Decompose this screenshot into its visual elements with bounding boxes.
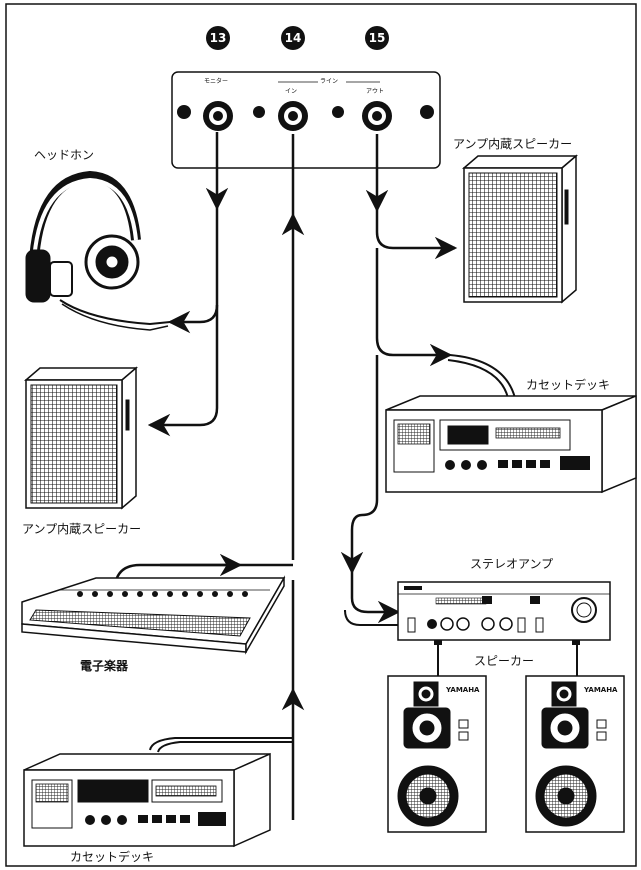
monitor-jack	[203, 101, 233, 131]
line-out-cable	[340, 134, 516, 626]
line-in-cable	[113, 134, 305, 820]
bottom-cassette-deck-illustration	[23, 752, 271, 848]
top-amp-speaker-illustration	[461, 154, 579, 304]
line-in-jack	[278, 101, 308, 131]
panel-label-monitor: モニター	[204, 78, 229, 85]
jack-number-13: 13	[206, 26, 230, 50]
panel-label-in: イン	[285, 88, 298, 95]
speaker-wires	[437, 645, 578, 676]
right-speaker-illustration	[525, 675, 625, 833]
right-speaker-brand: YAMAHA	[584, 686, 618, 694]
line-out-jack	[362, 101, 392, 131]
panel-label-out: アウト	[366, 88, 385, 95]
cassette-right-label: カセットデッキ	[526, 378, 611, 392]
panel-label-line: ライン	[320, 78, 339, 85]
keyboard-label: 電子楽器	[80, 659, 129, 673]
jack-number-15: 15	[365, 26, 389, 50]
monitor-cable	[147, 132, 229, 437]
jack-number-14: 14	[281, 26, 305, 50]
amp-speaker-top-label: アンプ内蔵スピーカー	[453, 137, 573, 151]
right-cassette-deck-illustration	[385, 394, 637, 494]
headphones-illustration	[25, 170, 171, 331]
stereo-amplifier-illustration	[397, 581, 611, 645]
cassette-bottom-label: カセットデッキ	[70, 850, 155, 864]
left-amp-speaker-illustration	[23, 366, 139, 510]
left-speaker-brand: YAMAHA	[446, 686, 480, 694]
speakers-label: スピーカー	[474, 654, 535, 668]
stereo-amp-label: ステレオアンプ	[470, 557, 554, 571]
keyboard-illustration	[21, 575, 286, 655]
left-speaker-illustration	[387, 675, 487, 833]
amp-speaker-left-label: アンプ内蔵スピーカー	[22, 522, 142, 536]
headphones-label: ヘッドホン	[34, 148, 95, 162]
